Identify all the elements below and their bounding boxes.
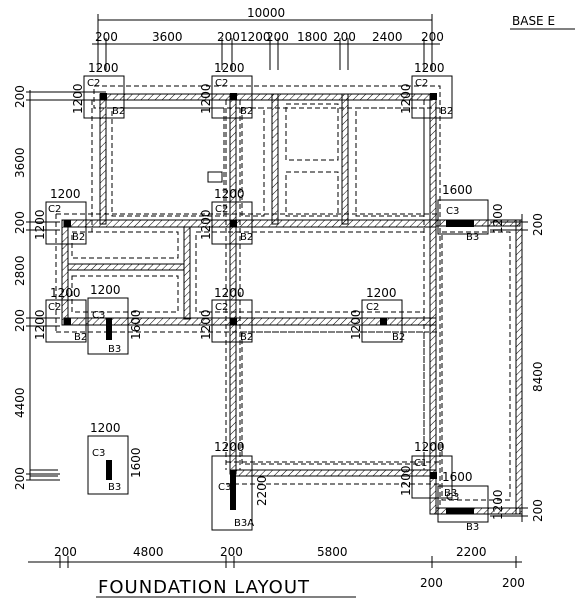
ftg-dim-v: 1200 (399, 465, 413, 496)
dim-bottom-6: 200 (420, 576, 443, 590)
ftg-dim-v: 1200 (71, 83, 85, 114)
drawing-title: FOUNDATION LAYOUT (98, 577, 310, 598)
ftg-dim: 1200 (366, 286, 397, 300)
label-c1: C1 (414, 458, 427, 469)
top-dimensions: 10000 200 3600 200 1200 200 1800 200 240… (92, 6, 444, 70)
label-b2: B2 (392, 332, 405, 343)
ftg-dim-v: 1200 (349, 309, 363, 340)
dim-top-5: 200 (266, 30, 289, 44)
dim-bottom-2: 4800 (133, 545, 164, 559)
label-c2: C2 (366, 302, 379, 313)
label-c2: C2 (215, 204, 228, 215)
label-c2: C2 (87, 78, 100, 89)
corner-label: BASE E (512, 14, 555, 28)
dim-top-6: 1800 (297, 30, 328, 44)
ftg-dim: 1200 (214, 286, 245, 300)
label-b2: B2 (112, 106, 125, 117)
dim-top-3: 200 (217, 30, 240, 44)
label-b3: B3 (108, 344, 121, 355)
label-c2: C2 (215, 78, 228, 89)
ftg-dim-v: 1200 (33, 309, 47, 340)
dim-top-2: 3600 (152, 30, 183, 44)
ftg-dim: 1200 (50, 187, 81, 201)
label-b2: B2 (74, 332, 87, 343)
strip-footings (55, 85, 511, 508)
label-c2: C2 (415, 78, 428, 89)
ftg-dim: 1600 (442, 470, 473, 484)
label-c3: C3 (218, 482, 231, 493)
ftg-dim: 1200 (88, 61, 119, 75)
label-c3: C3 (92, 310, 105, 321)
dim-bottom-3: 200 (220, 545, 243, 559)
label-c2: C2 (48, 204, 61, 215)
ftg-dim: 1200 (214, 440, 245, 454)
dim-top-7: 200 (333, 30, 356, 44)
label-b2: B2 (240, 106, 253, 117)
left-dimensions: 200 3600 200 2800 200 4400 200 (13, 85, 106, 490)
label-b2: B2 (240, 332, 253, 343)
dim-left-1: 200 (13, 85, 27, 108)
dim-left-4: 2800 (13, 255, 27, 286)
dim-left-6: 4400 (13, 387, 27, 418)
dim-bottom-1: 200 (54, 545, 77, 559)
ftg-dim: 1600 (442, 183, 473, 197)
label-b3: B3 (466, 522, 479, 533)
dim-left-5: 200 (13, 309, 27, 332)
bottom-dimensions: 200 4800 200 5800 2200 200 200 (28, 545, 525, 590)
ftg-dim: 1200 (50, 286, 81, 300)
ftg-dim-v: 1600 (129, 309, 143, 340)
ftg-dim-v: 1200 (491, 489, 505, 520)
ftg-dim-v: 1200 (33, 209, 47, 240)
dim-right-3: 200 (531, 499, 545, 522)
label-b2: B2 (240, 232, 253, 243)
label-b3: B3 (466, 232, 479, 243)
ftg-dim-v: 1200 (199, 309, 213, 340)
dim-bottom-5: 2200 (456, 545, 487, 559)
label-b2: B2 (72, 232, 85, 243)
label-c3: C3 (92, 448, 105, 459)
column-footings: C2 B2 1200 1200 C2 B2 1200 1200 C2 B2 12… (33, 61, 505, 533)
walls (61, 93, 523, 515)
label-c2: C2 (215, 302, 228, 313)
ftg-dim: 1200 (414, 440, 445, 454)
ftg-dim-v: 1200 (199, 83, 213, 114)
ftg-dim-v: 1600 (129, 447, 143, 478)
dim-overall: 10000 (247, 6, 285, 20)
ftg-dim: 1200 (90, 421, 121, 435)
dim-left-2: 3600 (13, 147, 27, 178)
label-c2: C2 (48, 302, 61, 313)
ftg-dim-v: 1200 (399, 83, 413, 114)
dim-left-3: 200 (13, 211, 27, 234)
label-b2: B2 (440, 106, 453, 117)
label-b3: B3 (444, 488, 457, 499)
dim-right-2: 8400 (531, 361, 545, 392)
label-b3: B3 (108, 482, 121, 493)
ftg-dim-v: 1200 (491, 203, 505, 234)
dim-top-8: 2400 (372, 30, 403, 44)
dim-top-1: 200 (95, 30, 118, 44)
ftg-dim: 1200 (414, 61, 445, 75)
dim-bottom-7: 200 (502, 576, 525, 590)
dim-top-4: 1200 (240, 30, 271, 44)
dim-right-1: 200 (531, 213, 545, 236)
ftg-dim: 1200 (90, 283, 121, 297)
dim-left-7: 200 (13, 467, 27, 490)
ftg-dim: 1200 (214, 187, 245, 201)
ftg-dim: 1200 (214, 61, 245, 75)
dim-top-9: 200 (421, 30, 444, 44)
ftg-dim-v: 2200 (255, 475, 269, 506)
dim-bottom-4: 5800 (317, 545, 348, 559)
label-b3a: B3A (234, 518, 254, 529)
label-c3: C3 (446, 492, 459, 503)
label-c3: C3 (446, 206, 459, 217)
ftg-dim-v: 1200 (199, 209, 213, 240)
